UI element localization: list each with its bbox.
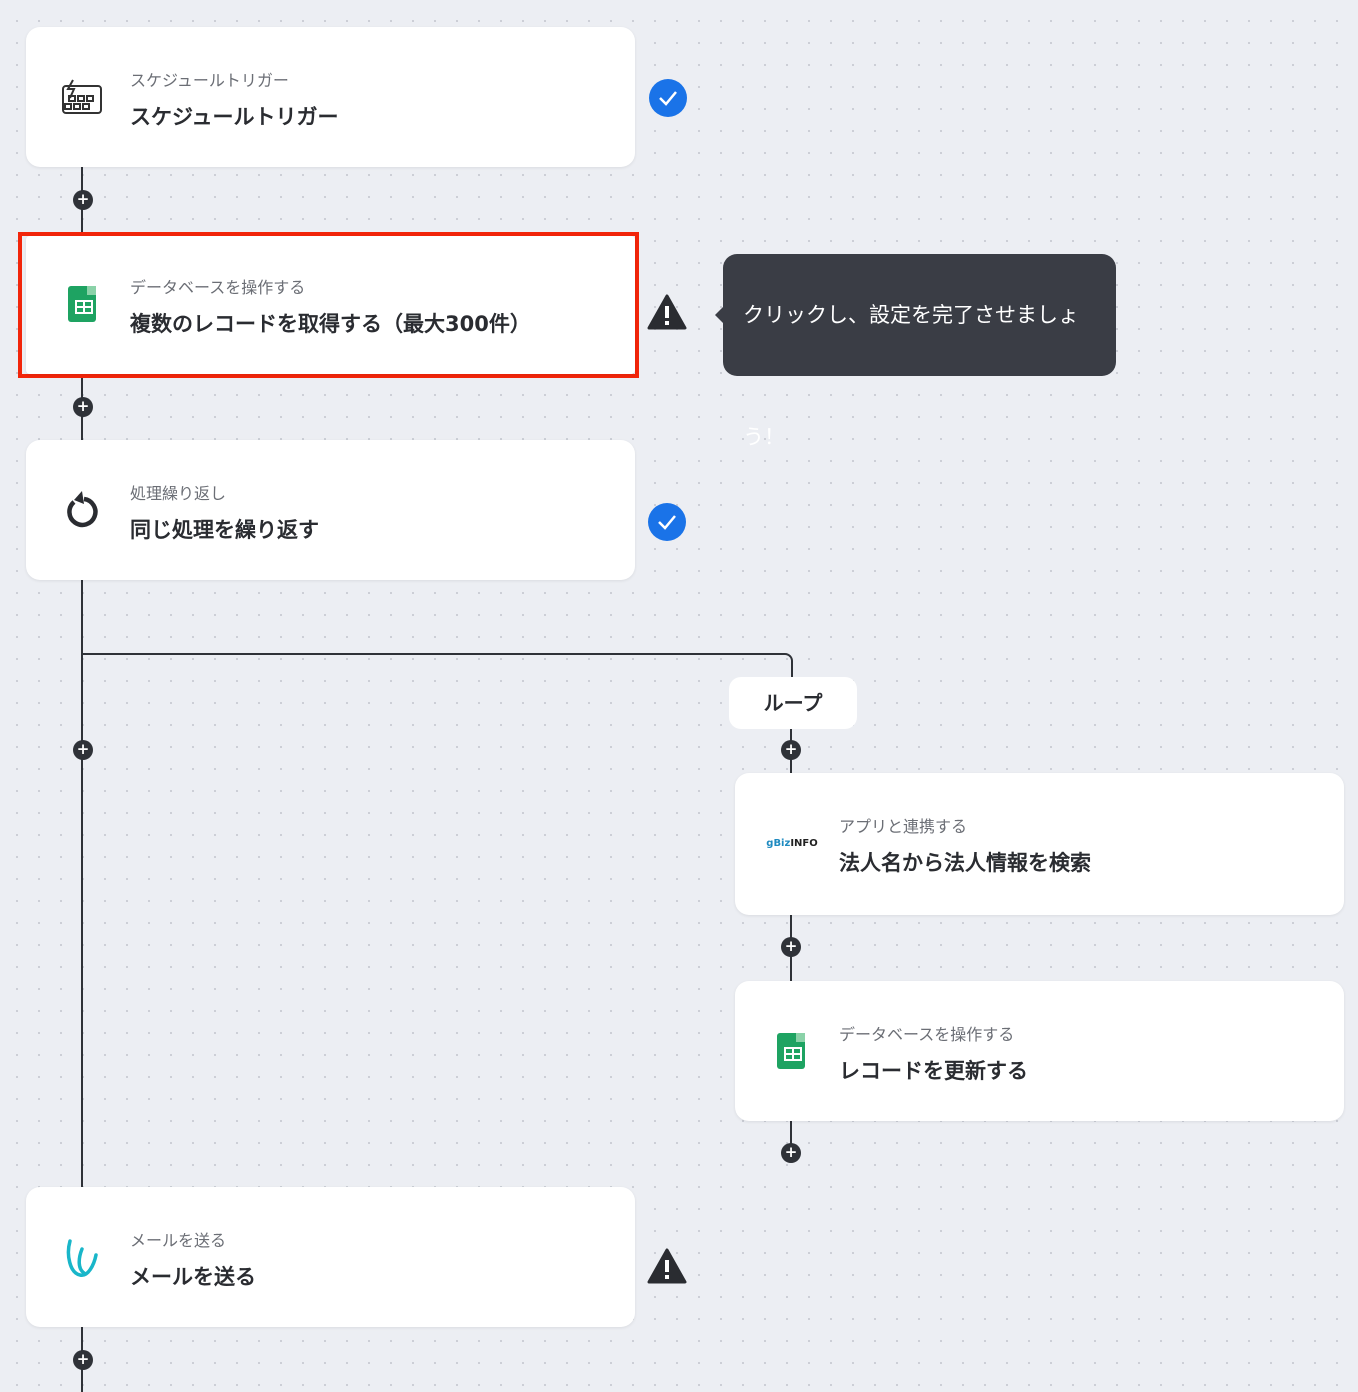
branch-connector [81,653,793,679]
tooltip-text: クリックし、設定を完了させましょう！ [743,303,1079,449]
step-title: 法人名から法人情報を検索 [839,851,1091,875]
google-sheets-icon [60,284,104,324]
connector [81,160,83,1200]
add-step-button[interactable]: + [73,1350,93,1370]
warning-icon [647,1248,687,1288]
step-title: 同じ処理を繰り返す [130,518,319,542]
step-schedule-trigger[interactable]: スケジュールトリガー スケジュールトリガー [26,27,635,167]
step-title: 複数のレコードを取得する（最大300件） [130,312,531,336]
connector [790,1115,792,1155]
step-loop[interactable]: 処理繰り返し 同じ処理を繰り返す [26,440,635,580]
step-category: データベースを操作する [130,278,306,297]
add-step-button[interactable]: + [781,740,801,760]
check-icon [649,79,687,117]
step-category: スケジュールトリガー [130,71,289,90]
add-step-button[interactable]: + [73,740,93,760]
step-category: アプリと連携する [839,817,968,836]
mail-icon [60,1237,104,1277]
step-category: データベースを操作する [839,1025,1015,1044]
step-title: スケジュールトリガー [130,105,339,129]
calendar-bolt-icon [60,77,104,117]
add-step-button[interactable]: + [73,190,93,210]
google-sheets-icon [769,1031,813,1071]
step-get-records[interactable]: データベースを操作する 複数のレコードを取得する（最大300件） [26,236,635,374]
add-step-button[interactable]: + [781,937,801,957]
step-category: 処理繰り返し [130,484,227,503]
add-step-button[interactable]: + [73,397,93,417]
check-icon [648,503,686,541]
step-title: メールを送る [130,1265,256,1289]
warning-icon [647,294,687,334]
loop-label: ループ [729,677,857,729]
step-update-record[interactable]: データベースを操作する レコードを更新する [735,981,1344,1121]
step-send-mail[interactable]: メールを送る メールを送る [26,1187,635,1327]
step-category: メールを送る [130,1231,227,1250]
loop-icon [60,490,104,530]
add-step-button[interactable]: + [781,1143,801,1163]
tooltip: クリックし、設定を完了させましょう！ [715,254,1116,449]
highlight-frame [18,232,639,378]
step-title: レコードを更新する [839,1059,1028,1083]
